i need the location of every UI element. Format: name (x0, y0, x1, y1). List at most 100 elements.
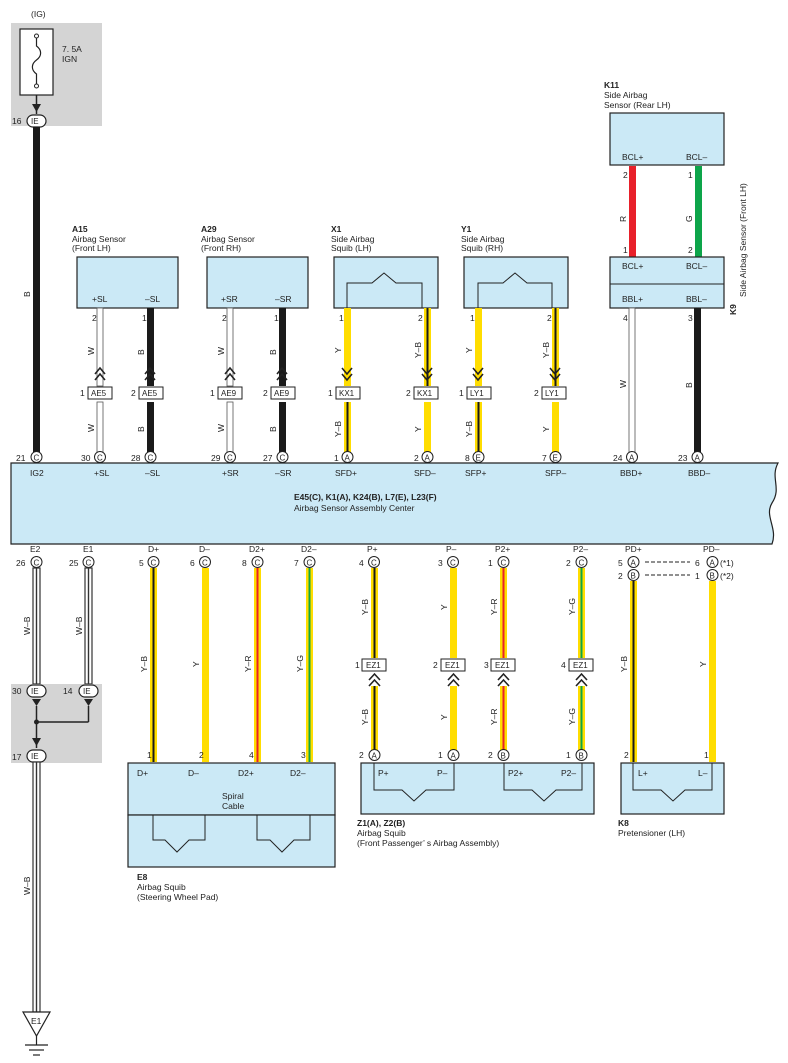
svg-text:B: B (136, 349, 146, 355)
svg-text:Y: Y (333, 347, 343, 353)
svg-text:B: B (631, 572, 636, 581)
svg-text:A: A (629, 454, 635, 463)
svg-text:D2+: D2+ (238, 768, 254, 778)
e8-spiral-cable-box (127, 762, 336, 816)
wire-sr-plus-upper (226, 307, 234, 387)
fuse-name: IGN (62, 54, 77, 64)
svg-text:Airbag Sensor: Airbag Sensor (72, 234, 126, 244)
svg-text:B: B (268, 349, 278, 355)
svg-text:2: 2 (623, 170, 628, 180)
svg-text:W: W (216, 347, 226, 355)
connector-ez1-3: 3 EZ1 (484, 658, 516, 687)
connector-ae5-2: 2 AE5 (131, 366, 164, 400)
svg-text:1: 1 (459, 388, 464, 398)
wire-sr-minus-lower (279, 402, 286, 452)
wire-d-minus (202, 568, 209, 762)
svg-text:2: 2 (418, 313, 423, 323)
wire-p2-minus (578, 568, 585, 750)
svg-text:29: 29 (211, 453, 221, 463)
wire-p-minus (450, 568, 457, 750)
svg-text:–SR: –SR (275, 294, 292, 304)
svg-text:1: 1 (210, 388, 215, 398)
connector-ly1-1: 1 LY1 (459, 367, 492, 400)
svg-text:14: 14 (63, 686, 73, 696)
svg-text:1: 1 (488, 558, 493, 568)
svg-text:17: 17 (12, 752, 22, 762)
wire-sr-plus-lower (226, 401, 234, 453)
e8-code: E8 (137, 872, 148, 882)
svg-text:IE: IE (31, 117, 39, 126)
svg-text:Y: Y (439, 604, 449, 610)
svg-text:KX1: KX1 (339, 389, 355, 398)
svg-text:P–: P– (437, 768, 448, 778)
svg-text:C: C (371, 559, 377, 568)
svg-text:A: A (710, 559, 716, 568)
svg-text:SFP+: SFP+ (465, 468, 487, 478)
svg-text:1: 1 (328, 388, 333, 398)
wire-e2 (32, 567, 41, 685)
svg-text:(Steering Wheel Pad): (Steering Wheel Pad) (137, 892, 218, 902)
svg-text:C: C (151, 559, 157, 568)
k8-code: K8 (618, 818, 629, 828)
svg-text:2: 2 (199, 750, 204, 760)
connector-ez1-1: 1 EZ1 (355, 658, 387, 687)
wire-sl-minus-lower (147, 402, 154, 452)
svg-text:Side Airbag: Side Airbag (331, 234, 375, 244)
svg-text:D2–: D2– (301, 544, 317, 554)
svg-text:R: R (618, 216, 628, 222)
wire-pd-plus (630, 581, 637, 762)
svg-text:P2–: P2– (561, 768, 576, 778)
connector-ly1-2: 2 LY1 (534, 367, 567, 400)
wire-d-plus (150, 568, 157, 762)
wire-pd-minus (709, 581, 716, 762)
ground-icon (21, 1011, 52, 1056)
svg-text:–SL: –SL (145, 468, 160, 478)
svg-text:2: 2 (534, 388, 539, 398)
fuse-icon (31, 36, 42, 86)
svg-text:D2–: D2– (290, 768, 306, 778)
svg-text:C: C (34, 454, 40, 463)
svg-text:IG2: IG2 (30, 468, 44, 478)
wire-sl-minus-upper (147, 308, 154, 386)
svg-text:1: 1 (695, 571, 700, 581)
svg-text:EZ1: EZ1 (495, 661, 510, 670)
svg-text:IE: IE (31, 687, 39, 696)
svg-text:(Front Passenger’ s Airbag Ass: (Front Passenger’ s Airbag Assembly) (357, 838, 499, 848)
svg-text:1: 1 (80, 388, 85, 398)
svg-text:B: B (579, 752, 584, 761)
svg-text:28: 28 (131, 453, 141, 463)
svg-text:P2+: P2+ (495, 544, 510, 554)
svg-text:W: W (216, 424, 226, 432)
k11-code: K11 (604, 80, 619, 90)
svg-text:3: 3 (438, 558, 443, 568)
svg-text:(Front RH): (Front RH) (201, 243, 241, 253)
svg-text:D+: D+ (148, 544, 159, 554)
svg-text:SFP–: SFP– (545, 468, 567, 478)
svg-text:2: 2 (488, 750, 493, 760)
ie-connector-14: 14 IE (63, 684, 99, 698)
y1-code: Y1 (461, 224, 472, 234)
svg-text:1: 1 (334, 453, 339, 463)
a15-sensor-box (76, 256, 179, 309)
svg-text:P–: P– (446, 544, 457, 554)
svg-text:AE5: AE5 (91, 389, 107, 398)
wire-sfp-plus-lower (475, 402, 482, 452)
svg-text:E1: E1 (83, 544, 94, 554)
svg-text:EZ1: EZ1 (573, 661, 588, 670)
svg-text:3: 3 (301, 750, 306, 760)
connector-kx1-2: 2 KX1 (406, 367, 439, 400)
ig-label: (IG) (31, 9, 46, 19)
svg-text:(*2): (*2) (720, 571, 734, 581)
svg-text:2: 2 (406, 388, 411, 398)
wire-e1 (84, 567, 93, 685)
wire-ground (32, 761, 41, 1013)
svg-text:Y–B: Y–B (360, 599, 370, 615)
svg-text:SFD–: SFD– (414, 468, 436, 478)
wire-sfp-minus-lower (552, 402, 559, 452)
svg-text:1: 1 (438, 750, 443, 760)
svg-text:2: 2 (433, 660, 438, 670)
svg-text:D+: D+ (137, 768, 148, 778)
wire-sr-minus-upper (279, 308, 286, 386)
svg-text:BCL–: BCL– (686, 261, 708, 271)
svg-text:B: B (268, 426, 278, 432)
